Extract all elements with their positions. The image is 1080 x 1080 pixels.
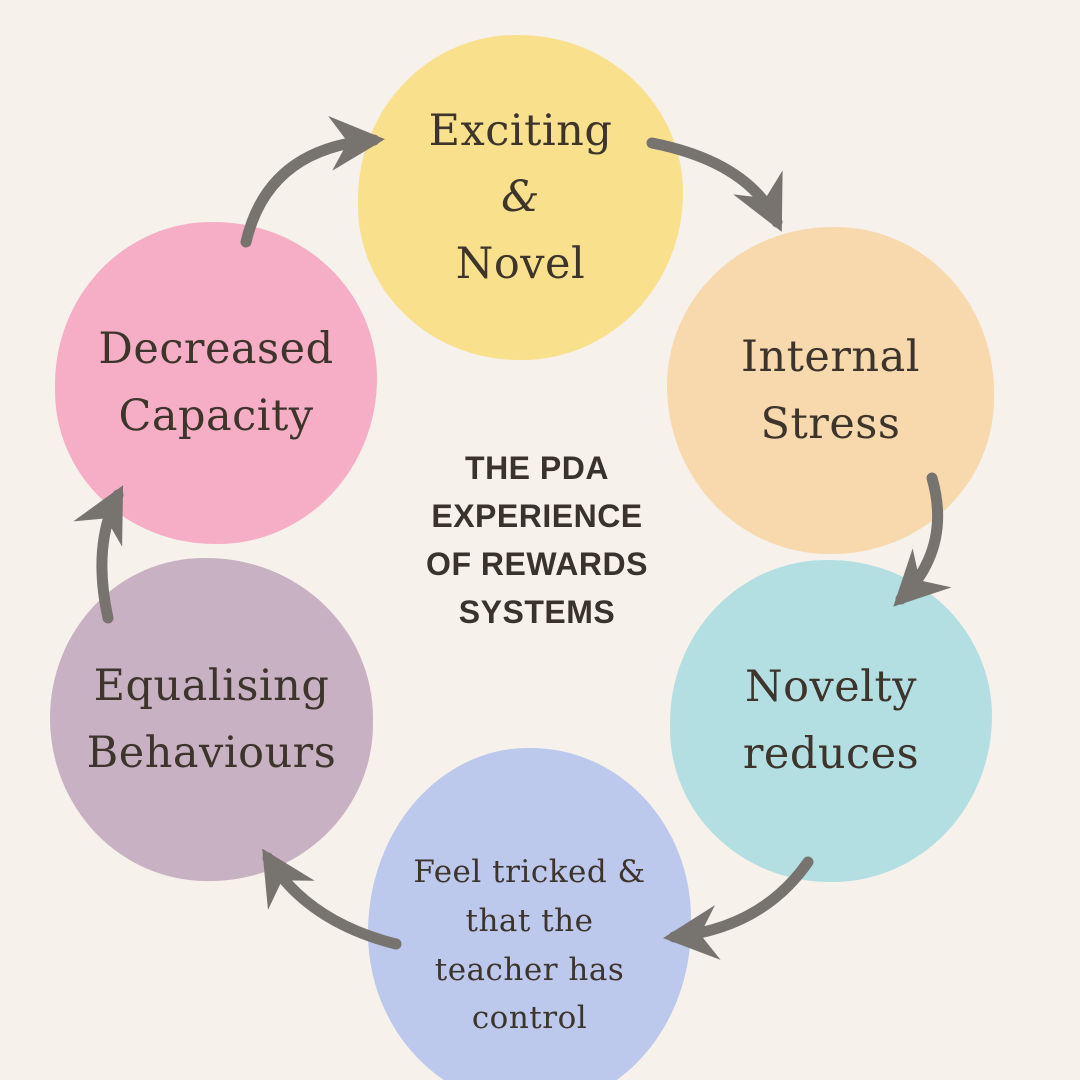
circle-exciting-novel: Exciting & Novel bbox=[358, 35, 683, 360]
ampersand-glyph: & bbox=[501, 172, 540, 223]
label-line: reduces bbox=[742, 729, 920, 779]
circle-equalising-behaviours-label: Equalising Behaviours bbox=[87, 653, 337, 786]
label-line: Behaviours bbox=[86, 727, 337, 778]
label-line: that the bbox=[465, 902, 594, 939]
label-line: control bbox=[471, 1000, 588, 1037]
diagram-title: THE PDA EXPERIENCE OF REWARDS SYSTEMS bbox=[387, 444, 687, 636]
label-line: teacher has bbox=[434, 951, 625, 988]
circle-novelty-reduces: Novelty reduces bbox=[670, 560, 992, 882]
circle-decreased-capacity-label: Decreased Capacity bbox=[98, 316, 333, 449]
label-line: Internal bbox=[740, 331, 921, 382]
arrow-decreased-to-exciting bbox=[240, 115, 385, 248]
circle-equalising-behaviours: Equalising Behaviours bbox=[50, 558, 373, 881]
label-line: Feel tricked & bbox=[413, 853, 646, 890]
label-line: Novelty bbox=[744, 662, 918, 713]
circle-exciting-novel-label: Exciting & Novel bbox=[429, 98, 613, 298]
circle-decreased-capacity: Decreased Capacity bbox=[55, 222, 377, 544]
circle-novelty-reduces-label: Novelty reduces bbox=[743, 654, 919, 787]
label-line: Exciting bbox=[428, 105, 613, 156]
label-line: Capacity bbox=[118, 391, 314, 441]
title-line: EXPERIENCE bbox=[431, 498, 643, 534]
circle-internal-stress: Internal Stress bbox=[667, 227, 994, 554]
circle-feel-tricked: Feel tricked & that the teacher has cont… bbox=[368, 748, 691, 1080]
circle-internal-stress-label: Internal Stress bbox=[741, 324, 920, 457]
label-line: Decreased bbox=[98, 324, 334, 375]
title-line: SYSTEMS bbox=[458, 594, 616, 630]
label-line: Novel bbox=[455, 238, 586, 289]
circle-feel-tricked-label: Feel tricked & that the teacher has cont… bbox=[413, 848, 645, 1044]
title-line: THE PDA bbox=[465, 450, 609, 486]
title-line: OF REWARDS bbox=[426, 546, 648, 582]
label-line: Stress bbox=[760, 398, 901, 449]
label-line: Equalising bbox=[93, 660, 330, 711]
